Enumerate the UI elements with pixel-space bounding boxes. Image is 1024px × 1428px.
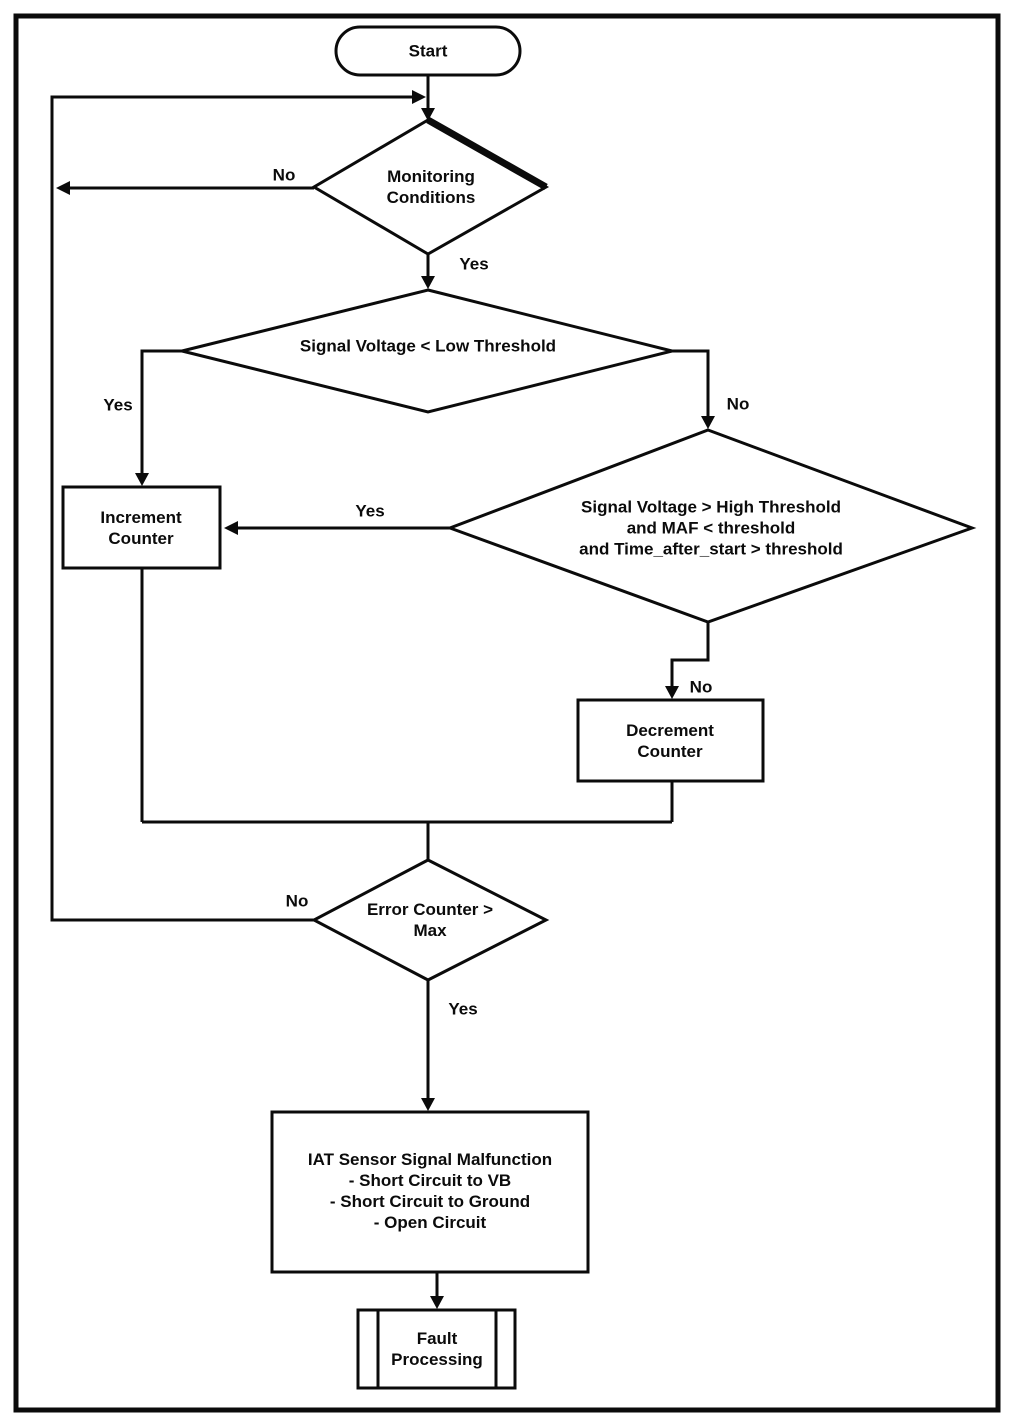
high-threshold-decision-shape (445, 428, 977, 624)
edge-low-threshold-yes (140, 349, 182, 475)
malfunction-label: IAT Sensor Signal Malfunction - Short Ci… (307, 1150, 553, 1232)
high-threshold-no-label: No (689, 677, 713, 697)
arrowhead-into-high-threshold (701, 416, 715, 429)
monitoring-no-label: No (272, 165, 296, 185)
fault-processing-box (356, 1308, 517, 1390)
low-threshold-label: Signal Voltage < Low Threshold (299, 336, 557, 356)
arrowhead-into-malfunction (421, 1098, 435, 1111)
edge-low-threshold-no (672, 349, 710, 418)
error-counter-label: Error Counter > Max (366, 900, 494, 940)
start-terminator-shape (334, 25, 522, 77)
edge-high-threshold-no (670, 622, 710, 688)
arrowhead-into-decrement (665, 686, 679, 699)
arrowhead-feedback-right (412, 90, 426, 104)
decrement-counter-box (576, 698, 765, 783)
increment-counter-label: Increment Counter (100, 508, 182, 548)
increment-counter-box (61, 485, 222, 570)
arrowhead-into-monitoring (421, 108, 435, 121)
monitoring-yes-label: Yes (459, 254, 489, 274)
low-threshold-no-label: No (726, 394, 750, 414)
monitoring-decision-thick-edge (426, 116, 548, 191)
high-threshold-label: Signal Voltage > High Threshold and MAF … (579, 497, 843, 559)
start-label: Start (408, 41, 448, 61)
arrowhead-into-low-threshold (421, 276, 435, 289)
low-threshold-decision-shape (181, 288, 673, 414)
high-threshold-yes-label: Yes (355, 501, 385, 521)
page-frame (13, 13, 1001, 1413)
arrowhead-monitoring-no-left (56, 181, 70, 195)
fault-processing-label: Fault Processing (391, 1329, 483, 1369)
error-counter-yes-label: Yes (448, 999, 478, 1019)
decrement-counter-label: Decrement Counter (626, 721, 714, 761)
malfunction-box (270, 1110, 590, 1274)
edge-feedback-loop (50, 95, 412, 922)
arrowhead-into-fault-processing (430, 1296, 444, 1309)
error-counter-decision-shape (310, 858, 550, 982)
monitoring-label: Monitoring Conditions (386, 167, 476, 207)
error-counter-no-label: No (285, 891, 309, 911)
low-threshold-yes-label: Yes (103, 395, 133, 415)
arrowhead-into-increment-top (135, 473, 149, 486)
arrowhead-into-increment-right (224, 521, 238, 535)
